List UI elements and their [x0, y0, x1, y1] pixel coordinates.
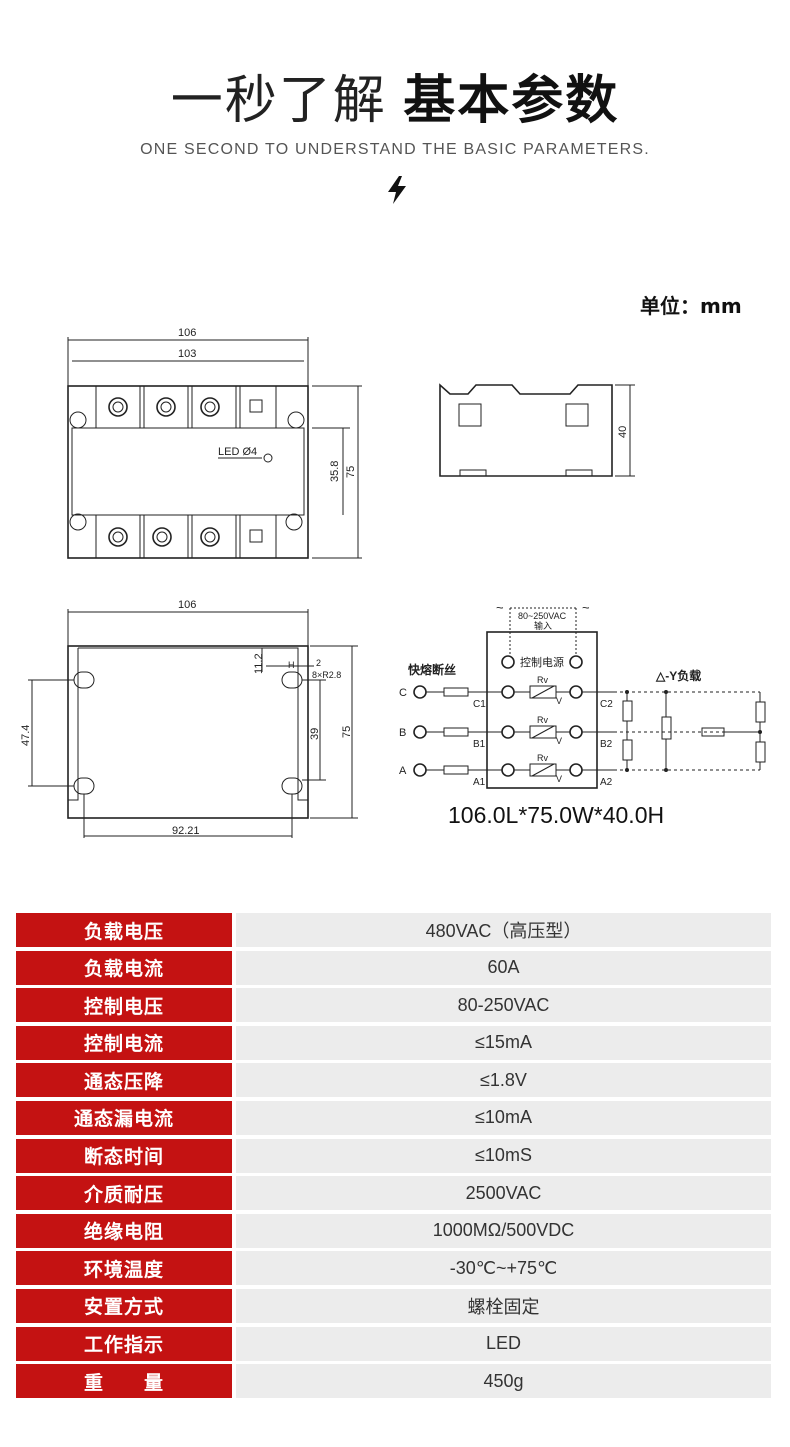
- delta-y-load: [614, 690, 766, 772]
- supply-tilde-left: ~: [496, 600, 504, 615]
- title-light: 一秒了解: [170, 71, 387, 131]
- spec-label: 工作指示: [16, 1326, 232, 1361]
- spec-row: 安置方式螺栓固定: [16, 1288, 771, 1323]
- dim-top-inner: 103: [178, 348, 196, 360]
- supply-voltage: 80~250VAC: [518, 611, 567, 621]
- terminal-left: C1: [473, 699, 486, 710]
- led-label: LED Ø4: [218, 446, 257, 458]
- spec-row: 通态漏电流≤10mA: [16, 1100, 771, 1135]
- spec-value: 60A: [236, 950, 771, 985]
- spec-value: 2500VAC: [236, 1176, 771, 1211]
- spec-label: 通态漏电流: [16, 1100, 232, 1135]
- spec-label: 通态压降: [16, 1063, 232, 1098]
- phase-row: A A1 RvV A2: [399, 753, 614, 788]
- side-view-drawing: 40: [439, 383, 635, 477]
- spec-label: 负载电压: [16, 913, 232, 947]
- top-view-drawing: 106 103 LED Ø4 35.: [67, 327, 362, 559]
- spec-label: 环境温度: [16, 1251, 232, 1286]
- terminal-right: C2: [600, 699, 613, 710]
- fuse-label: 快熔断丝: [408, 662, 456, 677]
- load-label: △-Y负载: [655, 668, 701, 683]
- spec-row: 通态压降≤1.8V: [16, 1063, 771, 1098]
- slot-h: H: [288, 660, 295, 670]
- phase-label: A: [399, 765, 407, 777]
- spec-value: ≤1.8V: [236, 1063, 771, 1098]
- spec-label: 负载电流: [16, 950, 232, 985]
- lightning-bolt-icon: [388, 176, 406, 204]
- terminal-left: A1: [473, 777, 486, 788]
- rv-label: Rv: [537, 715, 548, 725]
- dim-bottom-width: 106: [178, 599, 196, 611]
- dim-hole: 2: [316, 658, 321, 668]
- spec-label: 控制电流: [16, 1025, 232, 1060]
- spec-label: 控制电压: [16, 988, 232, 1023]
- dim-bottom-height: 75: [341, 726, 353, 738]
- dim-bottom-left: 47.4: [20, 725, 32, 746]
- bottom-view-drawing: 106 47.4 92.21 39 75 11.2 H 2 8×R2.8: [20, 599, 358, 838]
- dim-top-height: 75: [345, 466, 357, 478]
- spec-row: 环境温度-30℃~+75℃: [16, 1251, 771, 1286]
- spec-value: ≤10mS: [236, 1138, 771, 1173]
- spec-row: 控制电流≤15mA: [16, 1025, 771, 1060]
- spec-value: ≤10mA: [236, 1100, 771, 1135]
- spec-row: 断态时间≤10mS: [16, 1138, 771, 1173]
- rv-label: Rv: [537, 753, 548, 763]
- spec-value: 1000MΩ/500VDC: [236, 1213, 771, 1248]
- unit-label: 单位：mm: [640, 294, 742, 318]
- terminal-right: A2: [600, 777, 613, 788]
- terminal-left: B1: [473, 739, 486, 750]
- spec-value: LED: [236, 1326, 771, 1361]
- dim-bottom-inner: 39: [309, 728, 321, 740]
- v-label: V: [556, 774, 562, 784]
- supply-tilde-right: ~: [582, 600, 590, 615]
- spec-value: 450g: [236, 1364, 771, 1399]
- spec-label: 重 量: [16, 1364, 232, 1399]
- spec-label: 介质耐压: [16, 1176, 232, 1211]
- spec-value: 80-250VAC: [236, 988, 771, 1023]
- v-label: V: [556, 696, 562, 706]
- spec-label: 绝缘电阻: [16, 1213, 232, 1248]
- spec-value: ≤15mA: [236, 1025, 771, 1060]
- phase-label: C: [399, 687, 407, 699]
- spec-value: -30℃~+75℃: [236, 1251, 771, 1286]
- dim-led-offset: 35.8: [329, 461, 341, 482]
- title-bold: 基本参数: [403, 71, 620, 131]
- dim-top-offset: 11.2: [253, 653, 265, 674]
- technical-drawings: 106 103 LED Ø4 35.: [20, 327, 766, 838]
- page-subtitle: ONE SECOND TO UNDERSTAND THE BASIC PARAM…: [140, 141, 650, 158]
- spec-value: 螺栓固定: [236, 1288, 771, 1323]
- spec-label: 断态时间: [16, 1138, 232, 1173]
- phase-label: B: [399, 727, 406, 739]
- dim-top-outer: 106: [178, 327, 196, 339]
- dim-side-height: 40: [617, 426, 629, 438]
- v-label: V: [556, 736, 562, 746]
- dim-hole-span: 92.21: [172, 825, 200, 837]
- phase-row: C C1 RvV C2: [399, 675, 614, 710]
- page-title: 一秒了解 基本参数: [0, 66, 790, 136]
- control-label: 控制电源: [520, 655, 564, 669]
- rv-label: Rv: [537, 675, 548, 685]
- terminal-right: B2: [600, 739, 613, 750]
- spec-value: 480VAC（高压型）: [236, 913, 771, 947]
- dim-slot: 8×R2.8: [312, 670, 341, 680]
- phase-row: B B1 RvV B2: [399, 715, 614, 750]
- supply-input: 输入: [534, 620, 552, 631]
- dimensions-text: 106.0L*75.0W*40.0H: [448, 802, 665, 828]
- spec-label: 安置方式: [16, 1288, 232, 1323]
